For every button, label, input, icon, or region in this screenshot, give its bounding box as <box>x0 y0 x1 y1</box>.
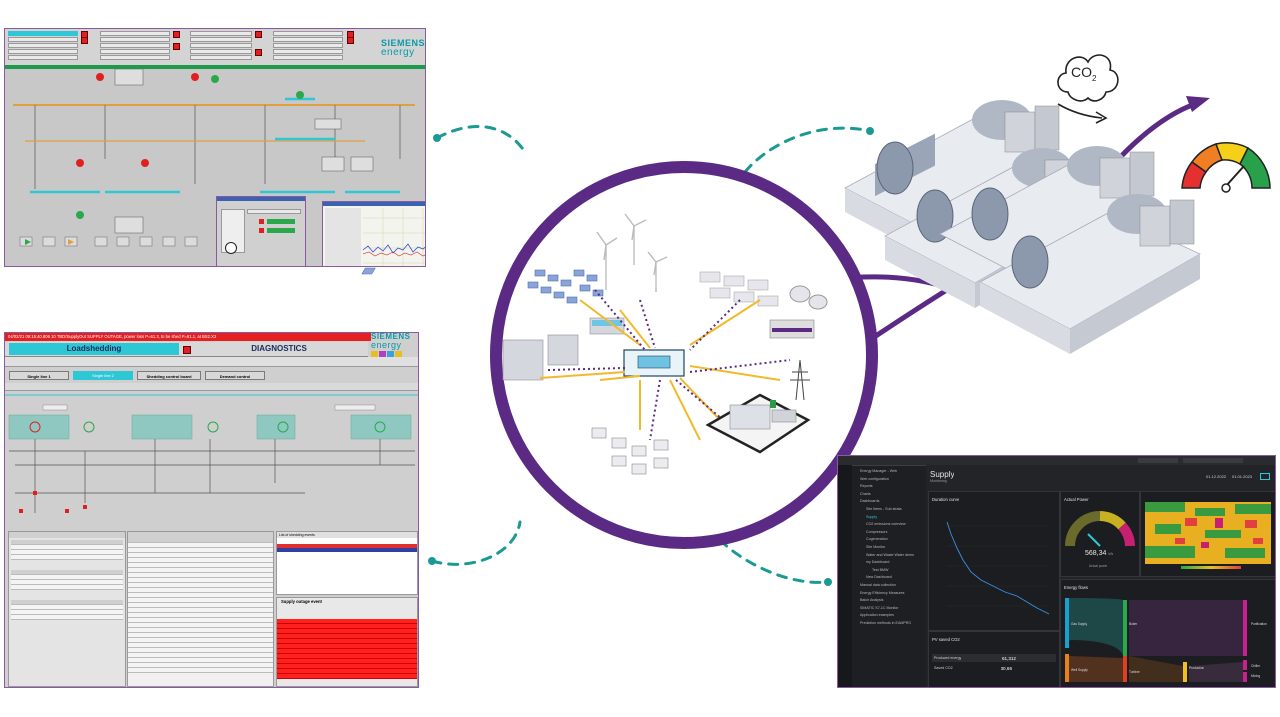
sidebar-item[interactable]: Manual data collection <box>860 582 896 587</box>
energy-manager-web: Energy Manager - Web Web configuration R… <box>837 455 1276 688</box>
sidebar-item-supply[interactable]: Supply <box>866 514 877 519</box>
hub-illustration <box>361 213 828 475</box>
title-loadshedding: Loadshedding <box>9 343 179 355</box>
shedding-events-list: List of shedding events <box>276 531 418 595</box>
alarm-status-bar: 04/02/21 09:15:40.806 10 TBD/SupplyOut S… <box>5 333 371 341</box>
tab-bar: Single line 1 Single line 2 Shedding con… <box>9 371 417 381</box>
page-title: Supply <box>930 470 955 479</box>
duration-curve-chart <box>946 521 1050 615</box>
sidebar-item[interactable]: Prediction methods in EAMPRO <box>860 620 912 625</box>
shedding-table <box>127 531 274 687</box>
scada-single-line-screen: SIEMENS energy <box>4 28 426 267</box>
duration-curve-card: Duration curve <box>928 491 1060 631</box>
connector-top-left <box>435 125 527 154</box>
connector-top-right <box>743 126 872 174</box>
sidebar-item[interactable]: my Dashboard <box>866 560 890 565</box>
siemens-logo: SIEMENS energy <box>371 333 418 363</box>
title-bar: Loadshedding DIAGNOSTICS <box>5 342 368 357</box>
siemens-logo: SIEMENS energy <box>381 38 426 58</box>
energy-flows-card: Energy flows Gas Supply Well Supply Boil… <box>1060 579 1275 687</box>
sidebar-item[interactable]: Energy Manager - Web <box>860 469 898 473</box>
sidebar-item[interactable]: Energy Efficiency Measures <box>860 590 905 595</box>
sidebar-item[interactable]: Water and Waste Water demo <box>866 552 914 557</box>
date-range-button[interactable] <box>1260 473 1270 480</box>
heatmap-card <box>1140 491 1275 577</box>
date-from: 01.12.2022 <box>1206 474 1227 479</box>
tab-shedding-control-board[interactable]: Shedding control board <box>137 371 201 380</box>
sidebar-item[interactable]: New Dashboard <box>866 575 892 580</box>
trend-chart-popup[interactable] <box>322 201 425 266</box>
loadshedding-screen: 04/02/21 09:15:40.806 10 TBD/SupplyOut S… <box>4 332 419 688</box>
date-to: 01.01.2023 <box>1232 474 1253 479</box>
sidebar-item[interactable]: Compressors <box>866 529 888 534</box>
pv-saved-co2-card: PV saved CO2 Produced energy 61,312 Save… <box>928 631 1060 687</box>
sidebar-item[interactable]: Test BMW <box>872 567 889 572</box>
sidebar-item[interactable]: Dashboards <box>860 499 880 504</box>
em-icon-rail <box>838 465 852 687</box>
energy-flows-sankey <box>1065 598 1247 682</box>
sidebar-item[interactable]: SIMATIC S7-1C Monitor <box>860 605 899 610</box>
sidebar-item[interactable]: Site Items - Sub strata <box>866 506 902 511</box>
tab-demand-control[interactable]: Demand control <box>205 371 265 380</box>
sidebar-item[interactable]: CO2 emissions overview <box>866 522 906 527</box>
title-diagnostics: DIAGNOSTICS <box>251 344 307 353</box>
single-line-diagram <box>13 69 415 247</box>
efficiency-gauge-icon <box>1181 142 1271 193</box>
trend-lines <box>363 208 425 266</box>
gas-turbine-units <box>844 100 1201 354</box>
supply-outage-event-panel: Supply outage event <box>276 597 418 687</box>
consumption-heatmap <box>1145 502 1271 564</box>
sidebar-item[interactable]: Web configuration <box>860 476 889 481</box>
connector-bottom-left <box>430 520 522 566</box>
actual-power-gauge <box>1065 511 1135 547</box>
co2-label: CO2 <box>1071 64 1097 83</box>
scada-header: SIEMENS energy <box>5 29 426 66</box>
actual-power-value: 568,34 kW <box>1085 550 1114 557</box>
supply-groups-panel <box>8 531 126 687</box>
connector-bottom-right <box>718 538 830 584</box>
sidebar-item[interactable]: Cogeneration <box>866 537 888 542</box>
tab-single-line-1[interactable]: Single line 1 <box>9 371 69 380</box>
sidebar-item[interactable]: Application examples <box>860 613 894 618</box>
sidebar-item[interactable]: Charts <box>860 491 871 496</box>
purple-arrow-upper <box>1110 100 1199 168</box>
tab-single-line-2[interactable]: Single line 2 <box>73 371 133 380</box>
co2-cloud-icon <box>1057 54 1119 124</box>
motor-detail-popup[interactable] <box>216 196 306 266</box>
sidebar-item[interactable]: Reports <box>860 484 873 489</box>
loadshed-single-line <box>5 394 418 513</box>
em-main: Supply Monitoring 01.12.2022 01.01.2023 … <box>926 465 1275 687</box>
sidebar-item[interactable]: Batch Analysis <box>860 598 884 603</box>
sidebar-item[interactable]: Site Monitor <box>866 544 886 549</box>
actual-power-card: Actual Power 568,34 kW Actual power <box>1060 491 1140 577</box>
page-subtitle: Monitoring <box>930 479 947 483</box>
em-sidebar: Energy Manager - Web Web configuration R… <box>852 468 926 686</box>
